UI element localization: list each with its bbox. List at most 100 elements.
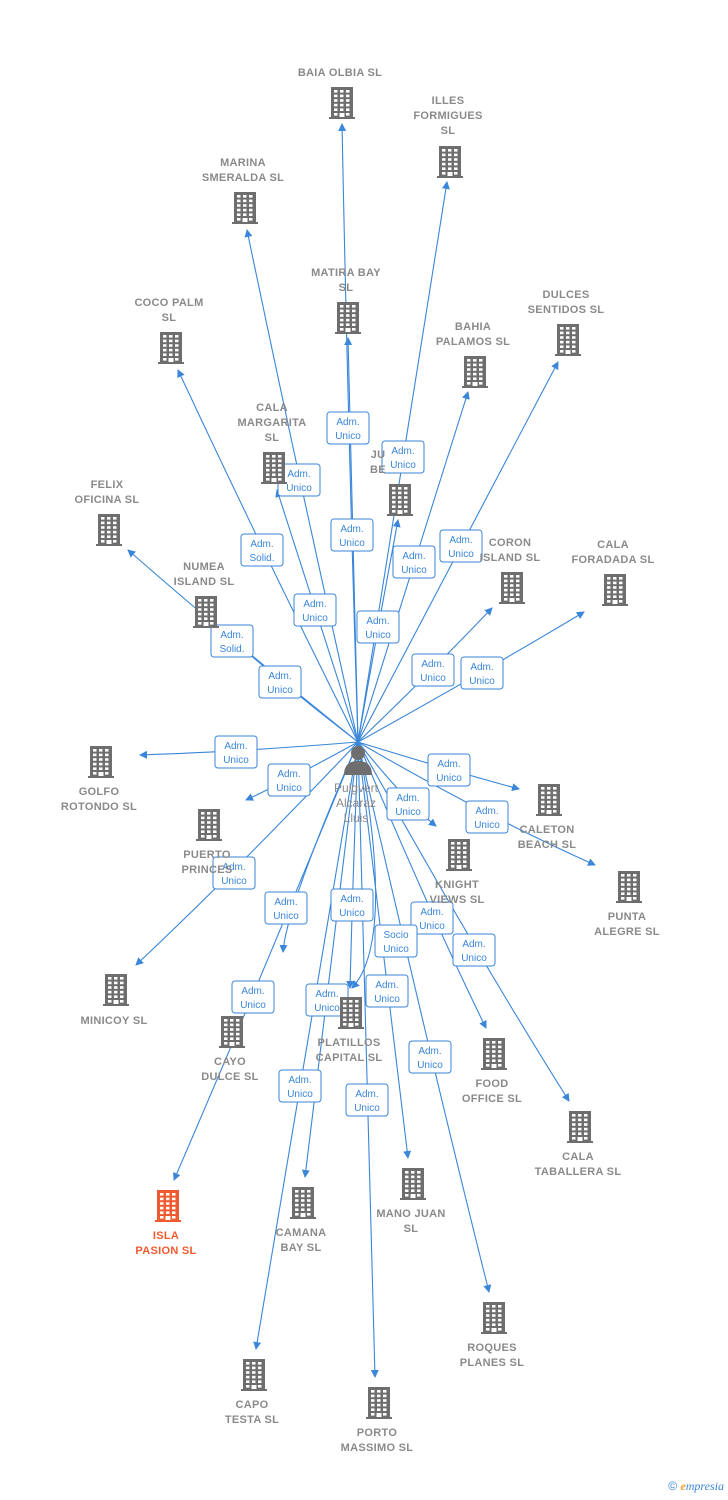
relation-label-text: Unico: [302, 613, 328, 624]
relation-label-text: Adm.: [421, 659, 444, 670]
building-icon: [481, 1038, 507, 1070]
relation-label-box: [267, 763, 311, 797]
relation-label-dulces[interactable]: Adm.Unico: [439, 529, 483, 563]
company-node-baia[interactable]: BAIA OLBIA SL: [298, 67, 382, 119]
relation-label-food[interactable]: Adm.Unico: [410, 901, 454, 935]
company-node-minicoy[interactable]: MINICOY SL: [81, 974, 148, 1027]
relation-label-coron[interactable]: Adm.Unico: [411, 653, 455, 687]
relation-label-caleton[interactable]: Adm.Unico: [427, 753, 471, 787]
relation-label-capo[interactable]: Adm.Unico: [278, 1069, 322, 1103]
company-label: VIEWS SL: [430, 894, 485, 906]
relation-label-text: Adm.: [355, 1089, 378, 1100]
relation-label-text: Adm.: [475, 806, 498, 817]
relation-label-margarita[interactable]: Adm. Unico: [293, 593, 337, 627]
building-icon: [400, 1168, 426, 1200]
relation-label-matira[interactable]: Adm.Unico: [330, 518, 374, 552]
relation-label-felix[interactable]: Adm.Solid.: [210, 624, 254, 658]
relation-label-text: Solid.: [249, 553, 274, 564]
company-label: TABALLERA SL: [535, 1166, 622, 1178]
building-icon: [462, 356, 488, 388]
relation-label-text: Adm.: [340, 894, 363, 905]
relation-label-text: Adm.: [303, 599, 326, 610]
relation-label-illes[interactable]: Adm.Unico: [381, 440, 425, 474]
relation-label-box: [439, 529, 483, 563]
empresia-logo[interactable]: empresia: [680, 1479, 724, 1493]
company-label: SL: [339, 282, 354, 294]
company-label: BAIA OLBIA SL: [298, 67, 382, 79]
relation-label-taballera[interactable]: Adm.Unico: [452, 933, 496, 967]
company-label: OFICINA SL: [75, 494, 140, 506]
relation-label-text: Adm.: [222, 862, 245, 873]
relation-label-puerto[interactable]: Adm.Unico: [267, 763, 311, 797]
relation-label-text: Unico: [390, 460, 416, 471]
relation-label-box: [460, 656, 504, 690]
company-label: ALEGRE SL: [594, 926, 660, 938]
relation-label-jubeach[interactable]: Adm.Unico: [356, 610, 400, 644]
relation-label-minicoy[interactable]: Adm.Unico: [212, 856, 256, 890]
relation-label-text: Unico: [374, 994, 400, 1005]
relation-label-text: Adm.: [375, 980, 398, 991]
company-label: PLATILLOS: [318, 1037, 381, 1049]
relation-label-platillos[interactable]: Adm. Unico: [330, 888, 374, 922]
company-label: KNIGHT: [435, 879, 479, 891]
relation-label-box: [258, 665, 302, 699]
relation-label-punta[interactable]: Adm.Unico: [465, 800, 509, 834]
relation-label-text: Unico: [339, 908, 365, 919]
relation-label-foradada[interactable]: Adm.Unico: [460, 656, 504, 690]
relation-label-knight[interactable]: Adm.Unico: [386, 787, 430, 821]
relation-label-cayo[interactable]: Adm.Unico: [264, 891, 308, 925]
relation-label-bahia[interactable]: Adm.Unico: [392, 545, 436, 579]
relation-label-text: Adm.: [418, 1046, 441, 1057]
company-label: MARINA: [220, 157, 266, 169]
building-icon: [196, 809, 222, 841]
relation-label-box: [356, 610, 400, 644]
relation-label-golfo[interactable]: Adm.Unico: [214, 735, 258, 769]
relation-label-text: Solid.: [219, 644, 244, 655]
relation-label-porto[interactable]: Adm.Unico: [345, 1083, 389, 1117]
relation-label-text: Unico: [436, 773, 462, 784]
relation-label-box: [240, 533, 284, 567]
relation-label-numea[interactable]: Adm.Unico: [258, 665, 302, 699]
relation-label-manojuan[interactable]: Adm. Unico: [365, 974, 409, 1008]
relation-label-box: [365, 974, 409, 1008]
company-node-knight[interactable]: KNIGHT VIEWS SL: [430, 839, 485, 906]
relation-label-box: [345, 1083, 389, 1117]
relation-label-box: [408, 1040, 452, 1074]
building-icon: [446, 839, 472, 871]
relation-label-isla[interactable]: Adm.Unico: [231, 980, 275, 1014]
relation-label-baia[interactable]: Adm.Unico: [326, 411, 370, 445]
relation-label-coco[interactable]: Adm.Solid.: [240, 533, 284, 567]
person-label: Lluis: [344, 811, 369, 825]
company-label: BAHIA: [455, 321, 491, 333]
building-icon: [555, 324, 581, 356]
relation-label-roques[interactable]: Adm.Unico: [408, 1040, 452, 1074]
